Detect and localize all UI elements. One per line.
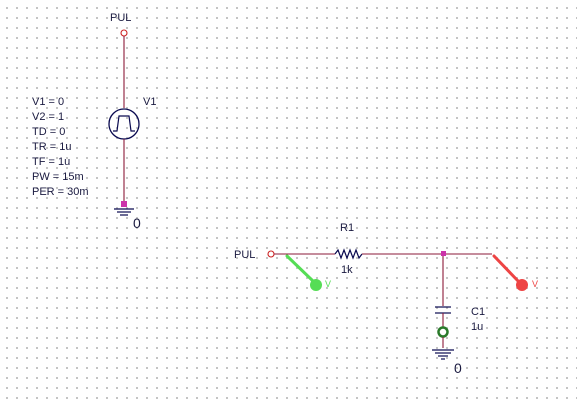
rc-input-port[interactable] — [267, 250, 275, 258]
source-param-pw: PW = 15m — [32, 171, 84, 183]
source-net-port[interactable] — [120, 29, 128, 37]
source-ground-icon[interactable] — [114, 208, 134, 216]
cap-ground-icon[interactable] — [432, 349, 454, 360]
source-param-td: TD = 0 — [32, 126, 65, 138]
input-probe-label: V — [325, 279, 331, 289]
resistor-refdes: R1 — [340, 222, 354, 234]
source-ground-label: 0 — [133, 215, 141, 231]
pulse-waveform-icon — [113, 115, 135, 132]
output-probe-label: V — [532, 279, 538, 289]
source-param-v2: V2 = 1 — [32, 111, 64, 123]
pulse-source-symbol[interactable] — [108, 108, 140, 140]
capacitor-refdes: C1 — [471, 306, 485, 318]
output-voltage-probe[interactable]: V — [492, 254, 538, 291]
source-params[interactable]: V1 = 0 V2 = 1 TD = 0 TR = 1u TF = 1u PW … — [32, 96, 89, 198]
rc-input-label: PUL — [234, 249, 255, 261]
source-param-per: PER = 30m — [32, 186, 89, 198]
capacitor-c1-symbol[interactable] — [435, 306, 451, 314]
input-voltage-probe[interactable]: V — [285, 254, 331, 291]
source-param-tr: TR = 1u — [32, 141, 71, 153]
source-body-circle — [108, 108, 140, 140]
source-refdes: V1 — [143, 96, 156, 108]
resistor-value: 1k — [341, 264, 353, 276]
source-ground-node — [121, 201, 127, 207]
source-net-label: PUL — [110, 12, 131, 24]
source-param-v1: V1 = 0 — [32, 96, 64, 108]
cap-ground-label: 0 — [454, 360, 462, 376]
rc-output-node — [441, 251, 446, 256]
capacitor-current-marker[interactable] — [437, 326, 449, 338]
source-param-tf: TF = 1u — [32, 156, 70, 168]
capacitor-value: 1u — [471, 321, 483, 333]
resistor-r1-symbol[interactable] — [334, 248, 363, 260]
